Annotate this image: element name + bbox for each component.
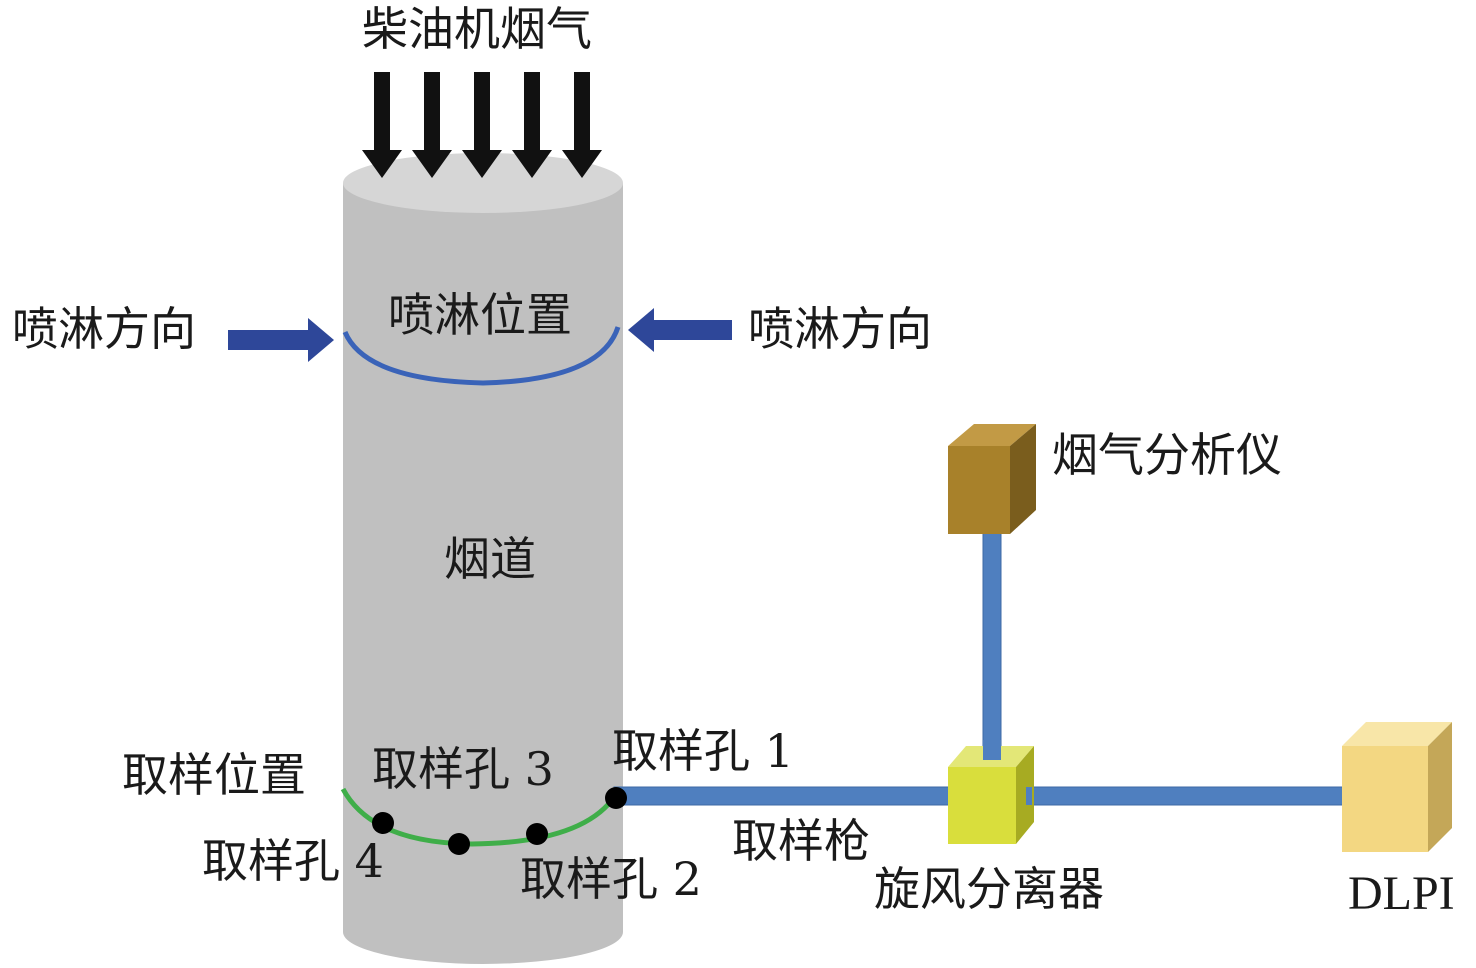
sampling-ring [340, 787, 614, 847]
spray-ring [342, 326, 621, 386]
sampling-hole-2 [526, 823, 548, 845]
exhaust-arrow [412, 72, 452, 178]
sampling-position-label: 取样位置 [122, 748, 306, 802]
hole-2-label: 取样孔 2 [520, 852, 702, 906]
flue-label: 烟道 [444, 532, 536, 586]
pipe-to-dlpi [1029, 786, 1346, 806]
sampling-holes [372, 787, 627, 855]
hole-1-label: 取样孔 1 [612, 724, 794, 778]
sampling-hole-4 [372, 812, 394, 834]
sampling-hole-1 [605, 787, 627, 809]
sampling-gun-pipe [613, 786, 951, 806]
flue-cylinder [343, 153, 623, 964]
spray-position-label: 喷淋位置 [388, 288, 572, 342]
pipes [613, 527, 1346, 806]
exhaust-arrow [462, 72, 502, 178]
spray-arrow-right [628, 308, 732, 352]
hole-4-label: 取样孔 4 [202, 834, 384, 888]
sampling-hole-3 [448, 833, 470, 855]
brown-cube-icon [948, 424, 1036, 534]
exhaust-source-label: 柴油机烟气 [362, 2, 592, 56]
flue-body [343, 183, 623, 964]
cyclone-separator-label: 旋风分离器 [874, 862, 1104, 916]
flue-top [343, 153, 623, 213]
light-yellow-cube-icon [1342, 722, 1452, 852]
dlpi-label: DLPI [1348, 867, 1455, 920]
spray-direction-right-label: 喷淋方向 [748, 302, 932, 356]
exhaust-arrows [362, 72, 602, 178]
sampling-gun-label: 取样枪 [732, 814, 870, 868]
hole-3-label: 取样孔 3 [372, 742, 554, 796]
spray-direction-left-label: 喷淋方向 [12, 302, 196, 356]
pipe-to-gas-analyzer [982, 527, 1002, 761]
gas-analyzer-label: 烟气分析仪 [1052, 428, 1282, 482]
exhaust-arrow [362, 72, 402, 178]
pipe-top-cap [983, 740, 1001, 760]
spray-arrow-left [228, 318, 334, 362]
exhaust-arrow [512, 72, 552, 178]
yellow-green-cube-icon [948, 746, 1034, 844]
exhaust-arrow [562, 72, 602, 178]
